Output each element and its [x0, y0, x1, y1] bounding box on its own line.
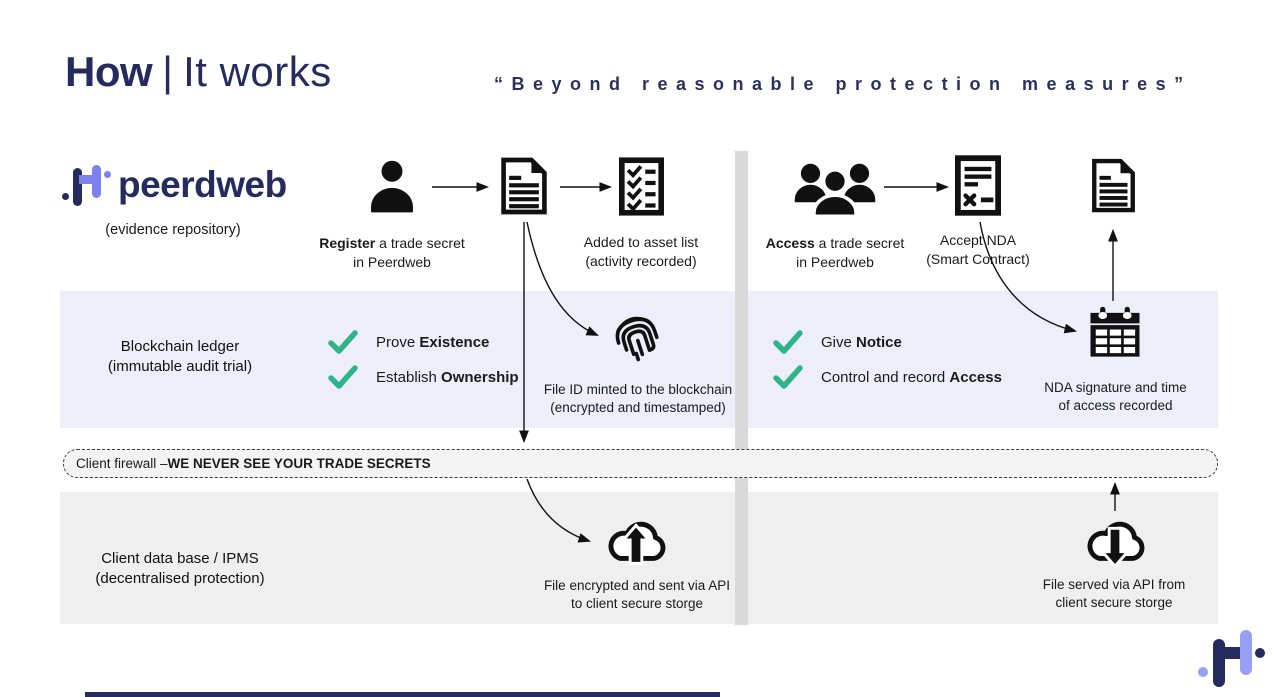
asset-list-label: Added to asset list (activity recorded) [546, 233, 736, 271]
title-rest: It works [183, 48, 332, 95]
access-label: Access a trade secret in Peerdweb [740, 234, 930, 272]
document-icon [501, 157, 547, 215]
calendar-caption: NDA signature and time of access recorde… [1018, 379, 1213, 415]
footer-logo-dot-left [1198, 667, 1208, 677]
upload-caption-line1: File encrypted and sent via API [543, 578, 731, 593]
peerdweb-logo-icon [62, 164, 112, 212]
download-caption-line1: File served via API from [1042, 577, 1186, 592]
upload-caption-line2: to client secure storge [570, 596, 704, 612]
checkmark-icon [773, 330, 803, 354]
check-control-access: Control and record Access [773, 365, 1002, 390]
check-text-bold: Notice [856, 334, 902, 351]
blockchain-label-line1: Blockchain ledger [120, 338, 240, 355]
cloud-upload-icon [608, 521, 666, 565]
check-text-bold: Ownership [441, 369, 519, 386]
footer-logo-icon [1198, 630, 1265, 690]
footer-logo-stem-right [1240, 630, 1252, 675]
user-icon [371, 160, 413, 213]
client-label-line2: (decentralised protection) [95, 570, 265, 588]
checkmark-icon [773, 365, 803, 389]
check-text-plain: Establish [376, 369, 442, 386]
check-prove-existence: Prove Existence [328, 330, 489, 355]
fingerprint-icon [615, 316, 659, 362]
checkmark-icon [328, 365, 358, 389]
tagline-quote: “Beyond reasonable protection measures” [494, 74, 1192, 94]
title-separator: | [162, 48, 174, 95]
firewall-label-bold: WE NEVER SEE YOUR TRADE SECRETS [167, 456, 431, 471]
checklist-icon [619, 157, 664, 216]
blockchain-band-label: Blockchain ledger (immutable audit trial… [70, 337, 290, 378]
cloud-download-icon [1087, 521, 1145, 569]
accept-nda-line1: Accept NDA [939, 232, 1017, 248]
brand-caption: (evidence repository) [105, 222, 241, 238]
peerdweb-wordmark: peerdweb [118, 164, 287, 205]
fingerprint-caption-line1: File ID minted to the blockchain [543, 382, 733, 397]
client-firewall-bar: Client firewall – WE NEVER SEE YOUR TRAD… [63, 449, 1218, 478]
calendar-icon [1090, 306, 1140, 357]
logo-crossbar [79, 175, 95, 184]
register-label-line2: in Peerdweb [353, 253, 431, 270]
title-bold: How [65, 48, 153, 95]
accept-nda-label: Accept NDA (Smart Contract) [883, 231, 1073, 269]
upload-caption: File encrypted and sent via API to clien… [526, 577, 748, 613]
footer-logo-crossbar [1222, 647, 1244, 659]
asset-list-line1: Added to asset list [583, 234, 699, 250]
logo-stem-right [92, 165, 101, 198]
accept-nda-line2: (Smart Contract) [926, 250, 1030, 267]
register-label-rest: a trade secret [375, 235, 465, 251]
check-text-plain: Give [821, 334, 857, 351]
footer-logo-dot-right [1255, 648, 1265, 658]
check-text-plain: Prove [376, 334, 420, 351]
fingerprint-caption-line2: (encrypted and timestamped) [550, 400, 726, 416]
document-icon-right [1092, 158, 1135, 213]
page-title: How|It works [65, 48, 332, 96]
blockchain-label-line2: (immutable audit trial) [107, 358, 253, 376]
download-caption-line2: client secure storge [1055, 595, 1173, 611]
calendar-caption-line1: NDA signature and time [1044, 380, 1187, 395]
check-give-notice: Give Notice [773, 330, 902, 355]
users-group-icon [794, 163, 876, 218]
logo-stem-left [73, 168, 82, 206]
download-caption: File served via API from client secure s… [1013, 576, 1215, 612]
logo-dot-left [62, 193, 69, 200]
vertical-divider [735, 151, 748, 625]
check-text-bold: Existence [419, 334, 490, 351]
logo-dot-right [104, 171, 111, 178]
register-label: Register a trade secret in Peerdweb [297, 234, 487, 272]
calendar-caption-line2: of access recorded [1058, 398, 1173, 414]
nda-contract-icon [955, 155, 1001, 216]
client-band-label: Client data base / IPMS (decentralised p… [70, 549, 290, 590]
access-label-rest: a trade secret [814, 235, 905, 251]
access-label-line2: in Peerdweb [796, 253, 874, 270]
check-establish-ownership: Establish Ownership [328, 365, 519, 390]
fingerprint-caption: File ID minted to the blockchain (encryp… [528, 381, 748, 417]
asset-list-line2: (activity recorded) [585, 252, 697, 269]
check-text-bold: Access [949, 369, 1002, 386]
bottom-accent-bar [85, 692, 720, 697]
firewall-label-plain: Client firewall – [76, 456, 168, 471]
client-label-line1: Client data base / IPMS [101, 550, 259, 567]
checkmark-icon [328, 330, 358, 354]
check-text-plain: Control and record [821, 369, 950, 386]
register-label-bold: Register [319, 235, 376, 251]
access-label-bold: Access [765, 235, 815, 251]
